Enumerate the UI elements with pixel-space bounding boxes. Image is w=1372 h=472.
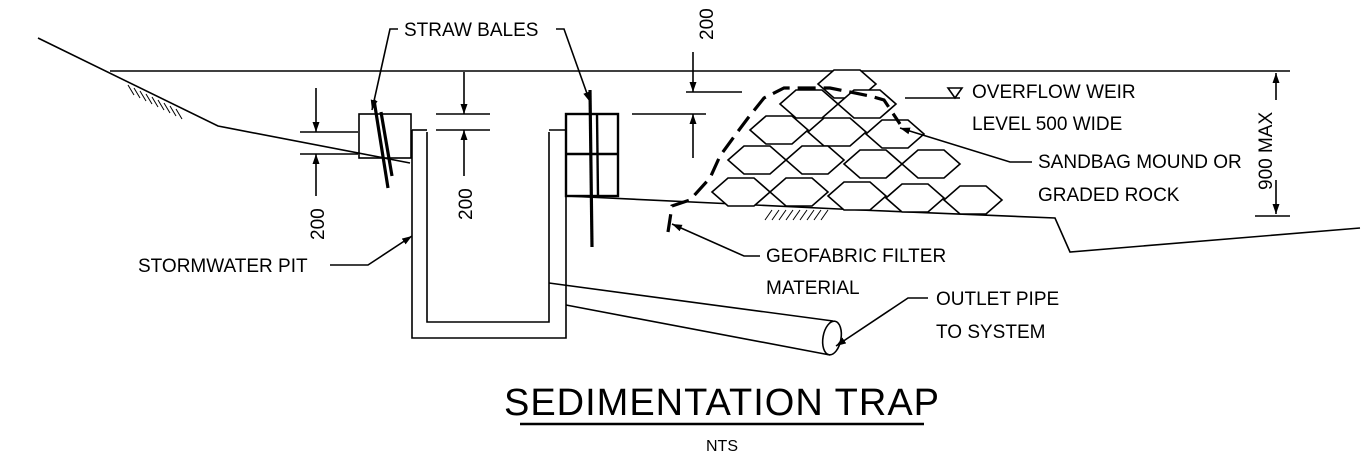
earth-hatch-left bbox=[127, 84, 183, 120]
overflow-weir-symbol bbox=[905, 87, 964, 100]
bale-left-rect bbox=[358, 113, 412, 159]
dim-top-200: 200 bbox=[697, 8, 718, 40]
label-geofabric-line1: GEOFABRIC FILTER bbox=[766, 246, 946, 267]
straw-bale-right bbox=[564, 89, 620, 248]
earth-hatch-mound bbox=[764, 209, 829, 221]
label-stormwater-pit: STORMWATER PIT bbox=[138, 256, 308, 277]
leader-geofabric bbox=[671, 223, 760, 257]
label-sandbag-line2: GRADED ROCK bbox=[1038, 185, 1180, 206]
label-outlet-line2: TO SYSTEM bbox=[936, 322, 1045, 343]
bale-right-stake bbox=[588, 89, 594, 248]
dim-900-max: 900 MAX bbox=[1256, 112, 1277, 190]
dimension-lines bbox=[300, 52, 1290, 217]
drawing-title: SEDIMENTATION TRAP bbox=[504, 382, 940, 424]
ground-lines bbox=[37, 37, 1361, 253]
pit-inner-wall bbox=[426, 132, 550, 323]
stormwater-pit bbox=[411, 129, 567, 339]
straw-bale-left bbox=[358, 99, 412, 189]
leader-straw-bales-right bbox=[556, 28, 591, 103]
bale-left-stake-1 bbox=[372, 99, 390, 189]
slope-line-left bbox=[37, 37, 411, 164]
geofabric-filter-line bbox=[666, 86, 902, 233]
scale-note: NTS bbox=[706, 438, 738, 455]
label-straw-bales: STRAW BALES bbox=[404, 20, 538, 41]
label-sandbag-line1: SANDBAG MOUND OR bbox=[1038, 152, 1242, 173]
dim-pit-200: 200 bbox=[456, 188, 477, 220]
label-geofabric-line2: MATERIAL bbox=[766, 278, 860, 299]
leader-stormwater-pit bbox=[330, 235, 413, 266]
label-overflow-weir-line2: LEVEL 500 WIDE bbox=[972, 114, 1122, 135]
leader-outlet-pipe bbox=[835, 297, 928, 347]
leader-lines bbox=[330, 28, 1032, 347]
label-overflow-weir-line1: OVERFLOW WEIR bbox=[972, 82, 1136, 103]
label-outlet-line1: OUTLET PIPE bbox=[936, 289, 1059, 310]
slope-line-right bbox=[565, 195, 1361, 253]
leader-straw-bales-left bbox=[370, 28, 398, 111]
leader-sandbag bbox=[899, 127, 1032, 163]
sandbag-mound bbox=[710, 69, 1004, 215]
dim-bale-left-200: 200 bbox=[308, 208, 329, 240]
pit-outer-wall bbox=[411, 130, 567, 339]
